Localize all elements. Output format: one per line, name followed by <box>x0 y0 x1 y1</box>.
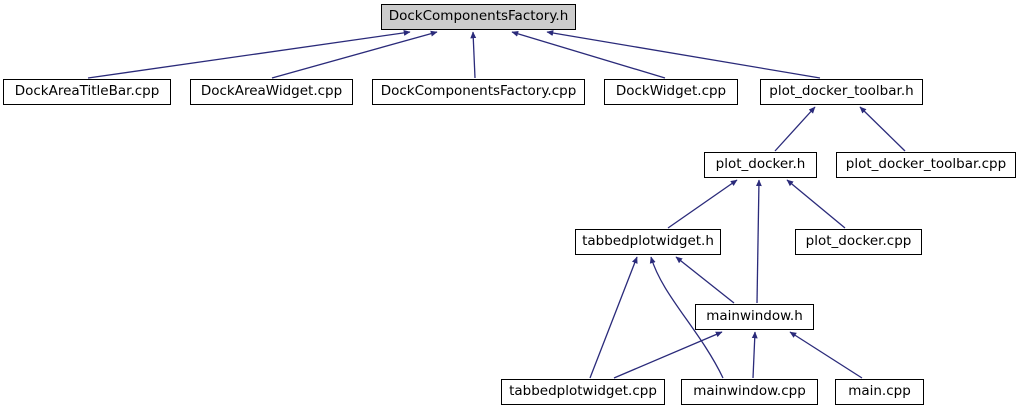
node-label-dockcomponentsfactory_cpp: DockComponentsFactory.cpp <box>380 83 577 100</box>
edge-main_cpp-to-mainwindow_h <box>789 331 863 379</box>
edge-mainwindow_cpp-to-tabbedplotwidget_h <box>649 256 724 379</box>
node-dockareatitlebar_cpp[interactable]: DockAreaTitleBar.cpp <box>3 79 171 105</box>
edge-tabbedplotwidget_h-to-plot_docker_h <box>667 179 738 229</box>
node-label-tabbedplotwidget_h: tabbedplotwidget.h <box>582 233 714 250</box>
edge-plot_docker_toolbar_h-to-dockcomponentsfactory_h <box>546 30 821 79</box>
node-label-plot_docker_h: plot_docker.h <box>715 156 806 173</box>
node-label-plot_docker_toolbar_cpp: plot_docker_toolbar.cpp <box>845 156 1007 173</box>
node-label-main_cpp: main.cpp <box>848 383 911 400</box>
edge-tabbedplotwidget_cpp-to-tabbedplotwidget_h <box>589 256 638 379</box>
node-main_cpp[interactable]: main.cpp <box>835 379 924 405</box>
edge-tabbedplotwidget_cpp-to-mainwindow_h <box>613 331 723 379</box>
node-label-dockareatitlebar_cpp: DockAreaTitleBar.cpp <box>14 83 160 100</box>
node-label-dockwidget_cpp: DockWidget.cpp <box>615 83 727 100</box>
edge-dockareawidget_cpp-to-dockcomponentsfactory_h <box>271 30 438 79</box>
edge-plot_docker_cpp-to-plot_docker_h <box>786 179 846 229</box>
node-plot_docker_toolbar_cpp[interactable]: plot_docker_toolbar.cpp <box>836 152 1016 178</box>
node-dockwidget_cpp[interactable]: DockWidget.cpp <box>604 79 738 105</box>
node-plot_docker_toolbar_h[interactable]: plot_docker_toolbar.h <box>760 79 923 105</box>
node-dockareawidget_cpp[interactable]: DockAreaWidget.cpp <box>190 79 353 105</box>
edge-dockareatitlebar_cpp-to-dockcomponentsfactory_h <box>87 29 411 79</box>
node-label-dockareawidget_cpp: DockAreaWidget.cpp <box>200 83 343 100</box>
node-tabbedplotwidget_h[interactable]: tabbedplotwidget.h <box>575 229 721 255</box>
edge-plot_docker_toolbar_cpp-to-plot_docker_toolbar_h <box>859 106 906 152</box>
edge-mainwindow_h-to-plot_docker_h <box>755 179 762 304</box>
edge-dockwidget_cpp-to-dockcomponentsfactory_h <box>511 30 666 79</box>
edge-plot_docker_h-to-plot_docker_toolbar_h <box>774 106 816 152</box>
node-plot_docker_cpp[interactable]: plot_docker.cpp <box>795 229 922 255</box>
node-dockcomponentsfactory_h[interactable]: DockComponentsFactory.h <box>381 4 576 30</box>
node-mainwindow_cpp[interactable]: mainwindow.cpp <box>681 379 818 405</box>
edge-dockcomponentsfactory_cpp-to-dockcomponentsfactory_h <box>470 31 477 79</box>
edge-mainwindow_h-to-tabbedplotwidget_h <box>675 256 735 304</box>
node-tabbedplotwidget_cpp[interactable]: tabbedplotwidget.cpp <box>501 379 665 405</box>
node-label-mainwindow_h: mainwindow.h <box>706 308 803 325</box>
node-label-plot_docker_toolbar_h: plot_docker_toolbar.h <box>769 83 914 100</box>
node-dockcomponentsfactory_cpp[interactable]: DockComponentsFactory.cpp <box>372 79 585 105</box>
node-plot_docker_h[interactable]: plot_docker.h <box>704 152 817 178</box>
node-label-plot_docker_cpp: plot_docker.cpp <box>805 233 912 250</box>
node-label-dockcomponentsfactory_h: DockComponentsFactory.h <box>388 8 569 25</box>
node-label-mainwindow_cpp: mainwindow.cpp <box>693 383 806 400</box>
node-label-tabbedplotwidget_cpp: tabbedplotwidget.cpp <box>509 383 657 400</box>
edge-mainwindow_cpp-to-mainwindow_h <box>751 331 758 379</box>
node-mainwindow_h[interactable]: mainwindow.h <box>695 304 814 330</box>
